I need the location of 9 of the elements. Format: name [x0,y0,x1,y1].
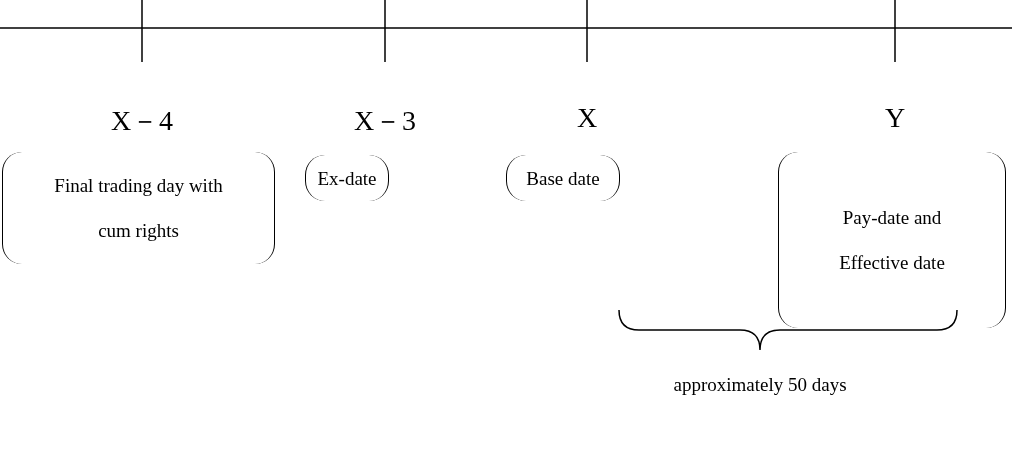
date-description: Pay-date and Effective date [838,206,946,275]
date-label: X－4 [110,104,174,138]
date-description: Ex-date [316,166,378,191]
date-description: Base date [525,166,601,191]
date-label: X－3 [353,104,417,138]
date-label: X [576,102,598,134]
date-label: Y [884,102,906,134]
date-description: Final trading day with cum rights [53,174,224,243]
duration-label: approximately 50 days [673,374,847,396]
